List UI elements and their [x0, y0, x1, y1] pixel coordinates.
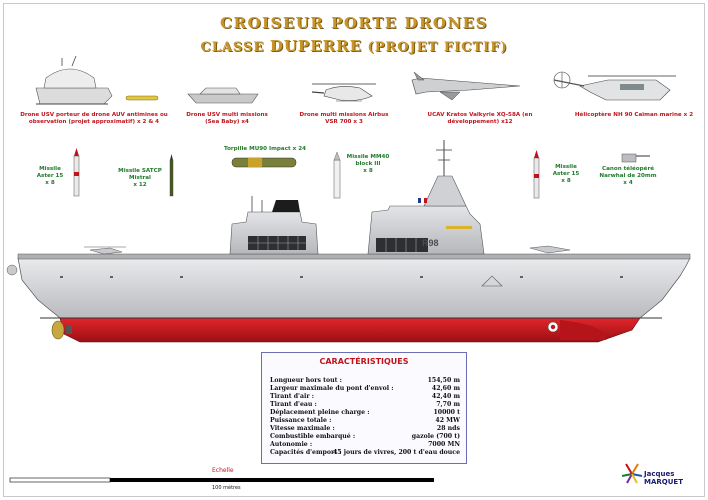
- auv-drone: [125, 95, 159, 101]
- label-usv-auv: Drone USV porteur de drone AUV antimines…: [20, 112, 168, 125]
- hull-number: R98: [422, 238, 439, 248]
- sea-baby-usv-drone: [187, 87, 259, 104]
- mistral-missile-icon: [169, 154, 174, 197]
- narwhal-cannon-icon: [621, 153, 650, 163]
- label-sea-baby: Drone USV multi missions (Sea Baby) x4: [186, 112, 268, 125]
- mu90-torpedo-icon: [231, 157, 297, 168]
- label-vsr700: Drone multi missions Airbus VSR 700 x 3: [299, 112, 389, 125]
- author-signature: Jacques MARQUET: [644, 470, 683, 486]
- propeller-icon: [51, 320, 72, 340]
- aster15-missile-icon-left: [73, 148, 80, 197]
- hull-roundel-icon: [547, 321, 559, 333]
- french-flag-icon: [418, 198, 427, 203]
- characteristics-panel: Caractéristiques Longueur hors tout :154…: [261, 352, 467, 464]
- mm40-missile-icon: [333, 151, 341, 199]
- usv-auv-carrier-drone: [35, 55, 113, 105]
- page-subtitle: classe DUPERRE (projet fictif): [0, 37, 708, 55]
- nh90-helicopter: [553, 71, 676, 101]
- ucav-valkyrie-drone: [411, 71, 521, 101]
- label-ucav: UCAV Kratos Valkyrie XQ-58A (en développ…: [427, 112, 533, 125]
- aft-superstructure: [229, 196, 319, 255]
- island-superstructure: R98: [367, 140, 485, 255]
- ship-hull: [6, 253, 691, 343]
- label-mu90: Torpille MU90 Impact x 24: [224, 146, 306, 152]
- ship-class-name: DUPERRE: [269, 37, 363, 55]
- subtitle-prefix: classe: [200, 40, 270, 55]
- author-logo-icon: [621, 463, 643, 484]
- deck-ucav: [529, 245, 571, 254]
- scale-bar: [9, 477, 434, 483]
- scale-label: Echelle: [212, 467, 234, 474]
- drawing-frame: [3, 3, 705, 497]
- vsr700-helicopter-drone: [311, 83, 376, 102]
- subtitle-suffix: (projet fictif): [362, 40, 508, 55]
- characteristics-title: Caractéristiques: [319, 357, 409, 366]
- aster15-missile-icon-right: [533, 150, 540, 199]
- deck-helicopter: [84, 246, 126, 255]
- scale-distance: 100 mètres: [212, 485, 241, 491]
- page-title: Croiseur porte drones: [220, 14, 488, 32]
- label-nh90: Hélicoptère NH 90 Caïman marine x 2: [574, 112, 694, 118]
